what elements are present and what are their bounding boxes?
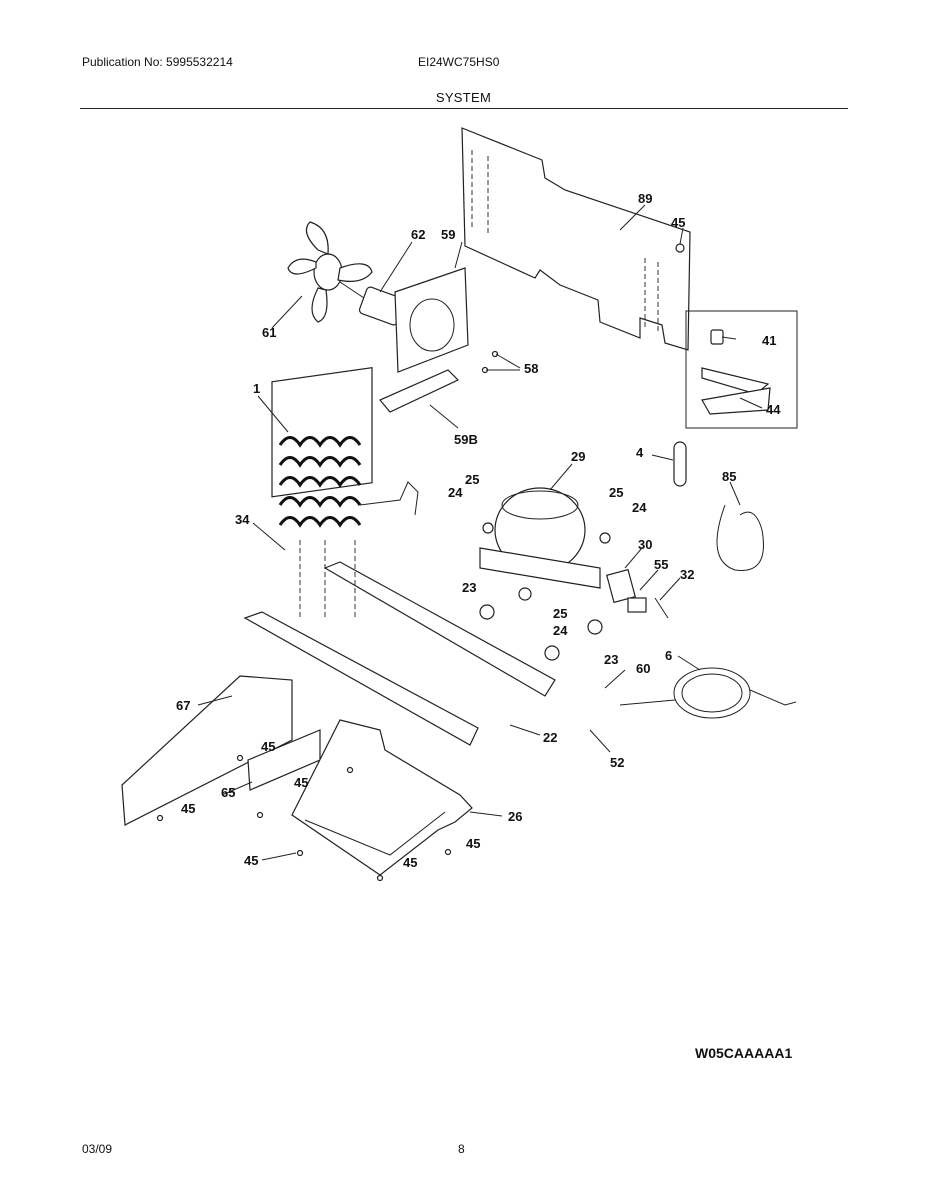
base-rails-drawing xyxy=(243,540,556,746)
callout-52: 52 xyxy=(610,755,624,770)
callout-59: 59 xyxy=(441,227,455,242)
front-panel-drawing xyxy=(121,675,321,826)
callout-25-left: 25 xyxy=(465,472,479,487)
screws-drawing xyxy=(156,350,499,882)
callout-23-left: 23 xyxy=(462,580,476,595)
callout-45-upper: 45 xyxy=(261,739,275,754)
callout-4: 4 xyxy=(636,445,644,460)
callout-24-lower: 24 xyxy=(553,623,568,638)
callout-25-right: 25 xyxy=(609,485,623,500)
callout-23-right: 23 xyxy=(604,652,618,667)
callout-labels: 89 45 62 59 61 58 41 44 1 59B 29 4 85 25… xyxy=(176,191,781,870)
callout-45-bottom-left: 45 xyxy=(244,853,258,868)
electrical-components-drawing xyxy=(606,568,669,619)
publication-date: 03/09 xyxy=(82,1142,113,1156)
fan-assembly-drawing xyxy=(287,221,406,326)
callout-55: 55 xyxy=(654,557,668,572)
callout-45-left: 45 xyxy=(181,801,195,816)
callout-24-right: 24 xyxy=(632,500,647,515)
callout-6: 6 xyxy=(665,648,672,663)
diagram-code: W05CAAAAA1 xyxy=(695,1045,793,1061)
drier-and-tube-drawing xyxy=(673,441,764,571)
callout-1: 1 xyxy=(253,381,260,396)
callout-30: 30 xyxy=(638,537,652,552)
callout-44: 44 xyxy=(766,402,781,417)
publication-number: Publication No: 5995532214 xyxy=(82,55,233,69)
callout-61: 61 xyxy=(262,325,276,340)
back-panel-drawing xyxy=(461,127,691,351)
section-title: SYSTEM xyxy=(435,90,492,105)
callout-26: 26 xyxy=(508,809,522,824)
callout-59b: 59B xyxy=(454,432,478,447)
inset-box xyxy=(685,310,798,429)
callout-25-lower: 25 xyxy=(553,606,567,621)
callout-34: 34 xyxy=(235,512,250,527)
callout-29: 29 xyxy=(571,449,585,464)
drain-pan-drawing xyxy=(291,719,473,876)
callout-45-mid: 45 xyxy=(294,775,308,790)
page-number: 8 xyxy=(458,1142,465,1156)
callout-45-bottom: 45 xyxy=(403,855,417,870)
fan-shroud-drawing xyxy=(379,267,469,413)
condenser-coil-drawing xyxy=(271,367,419,528)
callout-67: 67 xyxy=(176,698,190,713)
power-cord-drawing xyxy=(619,667,797,719)
callout-62: 62 xyxy=(411,227,425,242)
callout-60: 60 xyxy=(636,661,650,676)
callout-24-left: 24 xyxy=(448,485,463,500)
callout-65: 65 xyxy=(221,785,235,800)
callout-45-right: 45 xyxy=(466,836,480,851)
callout-85: 85 xyxy=(722,469,736,484)
model-number: EI24WC75HS0 xyxy=(418,55,500,69)
callout-89: 89 xyxy=(638,191,652,206)
compressor-drawing xyxy=(479,487,611,661)
callout-45-panel: 45 xyxy=(671,215,685,230)
callout-58: 58 xyxy=(524,361,538,376)
callout-41: 41 xyxy=(762,333,776,348)
leader-lines xyxy=(197,204,763,861)
callout-22: 22 xyxy=(543,730,557,745)
callout-32: 32 xyxy=(680,567,694,582)
header-rule xyxy=(80,108,848,109)
